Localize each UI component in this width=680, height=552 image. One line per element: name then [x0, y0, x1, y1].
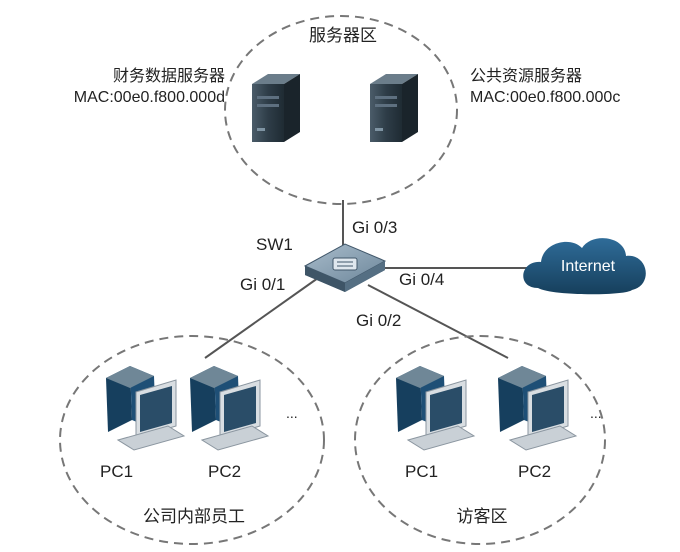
- public-server-name: 公共资源服务器: [470, 68, 583, 85]
- finance-server-mac: MAC:00e0.f800.000d: [73, 89, 225, 106]
- link-staff: [204, 277, 319, 359]
- port-gi01-label: Gi 0/1: [240, 275, 286, 294]
- server-public-icon: [370, 74, 418, 142]
- guest-pc2-label: PC2: [518, 462, 552, 481]
- guest-more-ellipsis: ...: [590, 405, 602, 421]
- staff-pc2-icon: [190, 366, 270, 451]
- finance-server-label: 财务数据服务器 MAC:00e0.f800.000d: [74, 66, 225, 108]
- internet-label: Internet: [560, 258, 616, 275]
- link-guest: [367, 284, 509, 359]
- guest-pc1-label: PC1: [405, 462, 439, 481]
- staff-more-ellipsis: ...: [286, 405, 298, 421]
- switch-label: SW1: [256, 235, 293, 254]
- internet-cloud-icon: [523, 238, 646, 295]
- zone-outlines: [59, 15, 606, 545]
- guest-pc1-icon: [396, 366, 476, 451]
- staff-zone-title: 公司内部员工: [143, 507, 245, 527]
- guest-zone-title: 访客区: [456, 507, 508, 527]
- port-gi02-label: Gi 0/2: [356, 311, 402, 330]
- guest-zone-outline: [354, 335, 606, 545]
- staff-pc1-icon: [106, 366, 186, 451]
- switch-icon: [303, 243, 387, 292]
- guest-pc2-icon: [498, 366, 578, 451]
- public-server-label: 公共资源服务器 MAC:00e0.f800.000c: [470, 66, 620, 108]
- finance-server-name: 财务数据服务器: [112, 68, 225, 85]
- port-gi04-label: Gi 0/4: [399, 270, 445, 289]
- public-server-mac: MAC:00e0.f800.000c: [470, 89, 621, 106]
- server-finance-icon: [252, 74, 300, 142]
- staff-pc1-label: PC1: [100, 462, 134, 481]
- port-gi03-label: Gi 0/3: [352, 218, 398, 237]
- staff-pc2-label: PC2: [208, 462, 242, 481]
- staff-zone-outline: [59, 335, 325, 545]
- server-zone-title: 服务器区: [309, 26, 377, 46]
- server-zone-outline: [224, 15, 458, 205]
